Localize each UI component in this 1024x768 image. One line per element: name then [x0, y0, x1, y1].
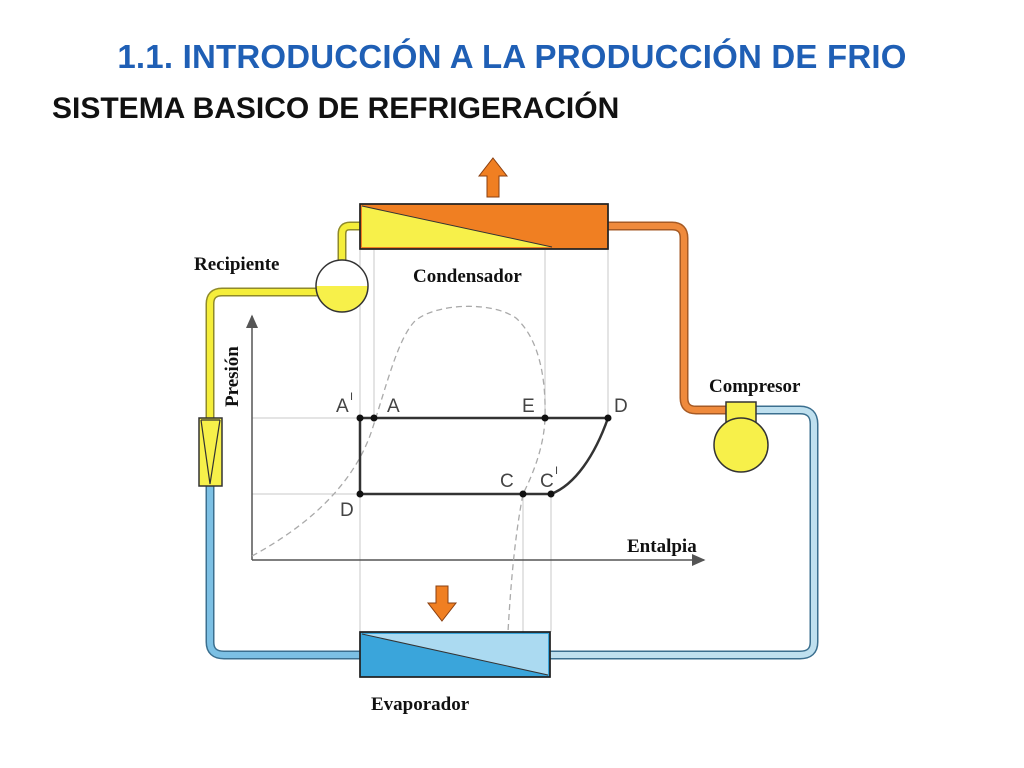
compressor — [713, 401, 769, 473]
saturation-dome — [251, 305, 546, 633]
heat-out-arrow — [477, 157, 509, 198]
slide-title: 1.1. INTRODUCCIÓN A LA PRODUCCIÓN DE FRI… — [117, 38, 907, 75]
compressor-label: Compresor — [709, 376, 801, 397]
pipes — [205, 221, 819, 660]
point-c-prime-mark: I — [555, 465, 558, 477]
point-a-prime-mark: I — [350, 391, 353, 403]
point-d-bottom-label: D — [340, 500, 354, 521]
pressure-axis-label: Presión — [222, 346, 243, 407]
cold-pipe-left — [205, 481, 365, 660]
receiver-tank — [315, 259, 369, 313]
receiver-label: Recipiente — [194, 254, 279, 275]
condenser-label: Condensador — [413, 266, 522, 287]
point-e-label: E — [522, 396, 535, 417]
ph-axes — [246, 314, 706, 566]
point-a-prime-label: A — [336, 396, 349, 417]
cycle-points — [356, 414, 612, 498]
point-c-prime-label: C — [540, 471, 554, 492]
condenser — [359, 203, 609, 250]
evaporator — [359, 631, 551, 678]
refrigeration-cycle — [358, 416, 610, 496]
heat-in-arrow — [426, 585, 458, 622]
point-c-label: C — [500, 471, 514, 492]
guide-lines — [252, 250, 609, 632]
enthalpy-axis-label: Entalpia — [627, 536, 697, 557]
point-a-label: A — [387, 396, 400, 417]
cold-pipe-right — [545, 405, 819, 660]
expansion-valve — [198, 417, 223, 487]
evaporator-label: Evaporador — [371, 694, 470, 715]
slide-subtitle: SISTEMA BASICO DE REFRIGERACIÓN — [52, 92, 620, 125]
point-d-top-label: D — [614, 396, 628, 417]
